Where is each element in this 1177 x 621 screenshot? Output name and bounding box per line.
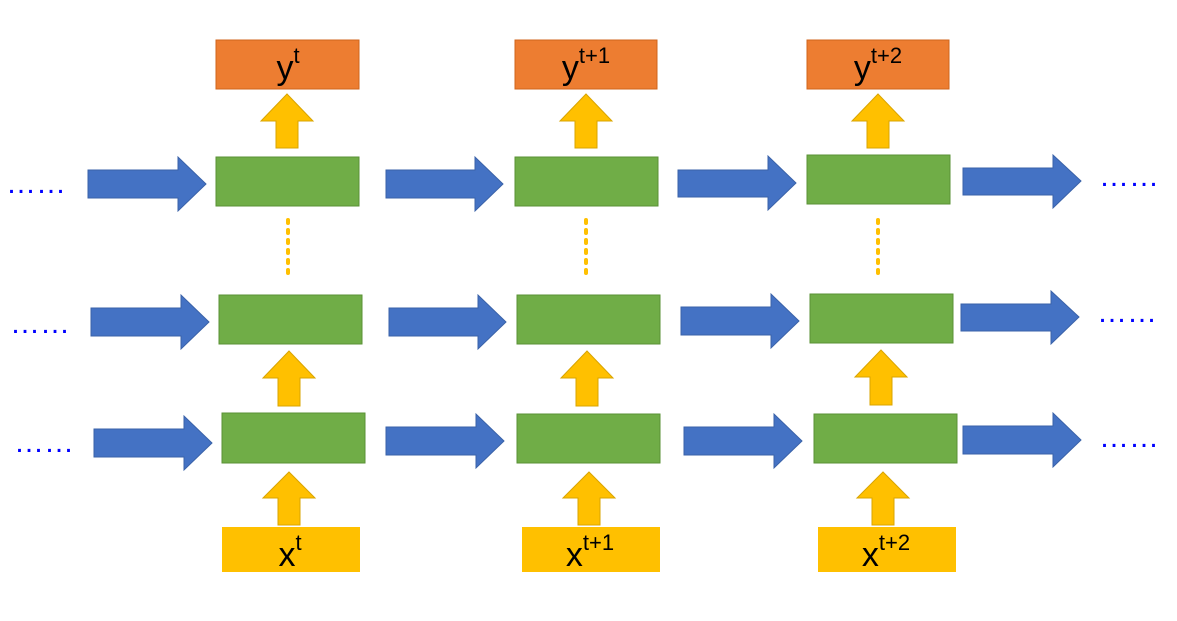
up-arrow-middle-icon xyxy=(261,350,317,407)
right-arrow-icon xyxy=(87,155,207,213)
right-arrow-icon xyxy=(677,154,797,212)
row-top-arrows xyxy=(87,153,1082,213)
right-arrow-icon xyxy=(680,292,800,350)
up-arrow-middle-icon xyxy=(853,349,909,406)
output-box-yt2 xyxy=(806,39,950,90)
input-box-xt1 xyxy=(522,527,660,572)
right-arrow-icon xyxy=(93,414,213,472)
row-bottom-arrows xyxy=(93,411,1082,472)
right-arrow-icon xyxy=(90,293,210,351)
up-arrow-output-icon xyxy=(558,93,614,149)
svg-text:xt+2: xt+2 xyxy=(862,530,910,574)
cell-middle xyxy=(516,294,661,345)
right-arrow-icon xyxy=(385,155,504,213)
input-label-sup: t+2 xyxy=(879,530,910,555)
timestep-column-t1: yt+1 xt+1 xyxy=(514,39,661,574)
ellipsis-left-top: …… xyxy=(6,167,66,200)
svg-text:yt+1: yt+1 xyxy=(562,43,610,87)
timestep-column-t: yt xt xyxy=(215,39,366,574)
right-arrow-icon xyxy=(683,412,803,470)
cell-top xyxy=(215,156,360,207)
right-arrow-icon xyxy=(960,289,1080,346)
right-arrow-icon xyxy=(962,411,1082,469)
ellipsis-left-middle: …… xyxy=(10,307,70,340)
output-label-base: y xyxy=(562,49,579,87)
input-label-base: x xyxy=(566,536,583,574)
up-arrow-middle-icon xyxy=(559,350,615,407)
ellipsis-right-top: …… xyxy=(1099,160,1159,193)
svg-text:xt: xt xyxy=(278,530,301,574)
output-box-yt1 xyxy=(514,39,658,90)
timestep-column-t2: yt+2 xt+2 xyxy=(806,39,958,574)
cell-bottom xyxy=(813,413,958,464)
cell-middle xyxy=(809,293,954,344)
cell-bottom xyxy=(221,412,366,464)
ellipsis-right-bottom: …… xyxy=(1099,421,1159,454)
input-label-base: x xyxy=(278,536,295,574)
input-label-sup: t xyxy=(295,530,301,555)
up-arrow-input-icon xyxy=(855,471,911,526)
right-arrow-icon xyxy=(962,153,1082,210)
up-arrow-output-icon xyxy=(850,93,906,149)
svg-text:xt+1: xt+1 xyxy=(566,530,614,574)
cell-bottom xyxy=(516,413,661,464)
cell-top xyxy=(514,156,659,207)
up-arrow-input-icon xyxy=(561,471,617,526)
input-box-xt2 xyxy=(818,527,956,572)
output-label-base: y xyxy=(854,49,871,87)
output-box-yt xyxy=(215,39,360,90)
right-arrow-icon xyxy=(385,412,505,470)
output-label-base: y xyxy=(276,49,293,87)
svg-text:yt+2: yt+2 xyxy=(854,43,902,87)
input-label-sup: t+1 xyxy=(583,530,614,555)
ellipsis-left-bottom: …… xyxy=(14,426,74,459)
ellipsis-group: …… …… …… …… …… …… xyxy=(6,160,1159,459)
up-arrow-input-icon xyxy=(261,471,317,526)
svg-text:yt: yt xyxy=(276,43,299,87)
cell-top xyxy=(806,154,951,205)
input-box-xt xyxy=(222,527,360,572)
row-middle-arrows xyxy=(90,289,1080,351)
output-label-sup: t+1 xyxy=(579,43,610,68)
output-label-sup: t xyxy=(293,43,299,68)
output-label-sup: t+2 xyxy=(871,43,902,68)
right-arrow-icon xyxy=(388,293,507,351)
up-arrow-output-icon xyxy=(259,93,315,149)
cell-middle xyxy=(218,294,363,345)
input-label-base: x xyxy=(862,536,879,574)
ellipsis-right-middle: …… xyxy=(1097,296,1157,329)
